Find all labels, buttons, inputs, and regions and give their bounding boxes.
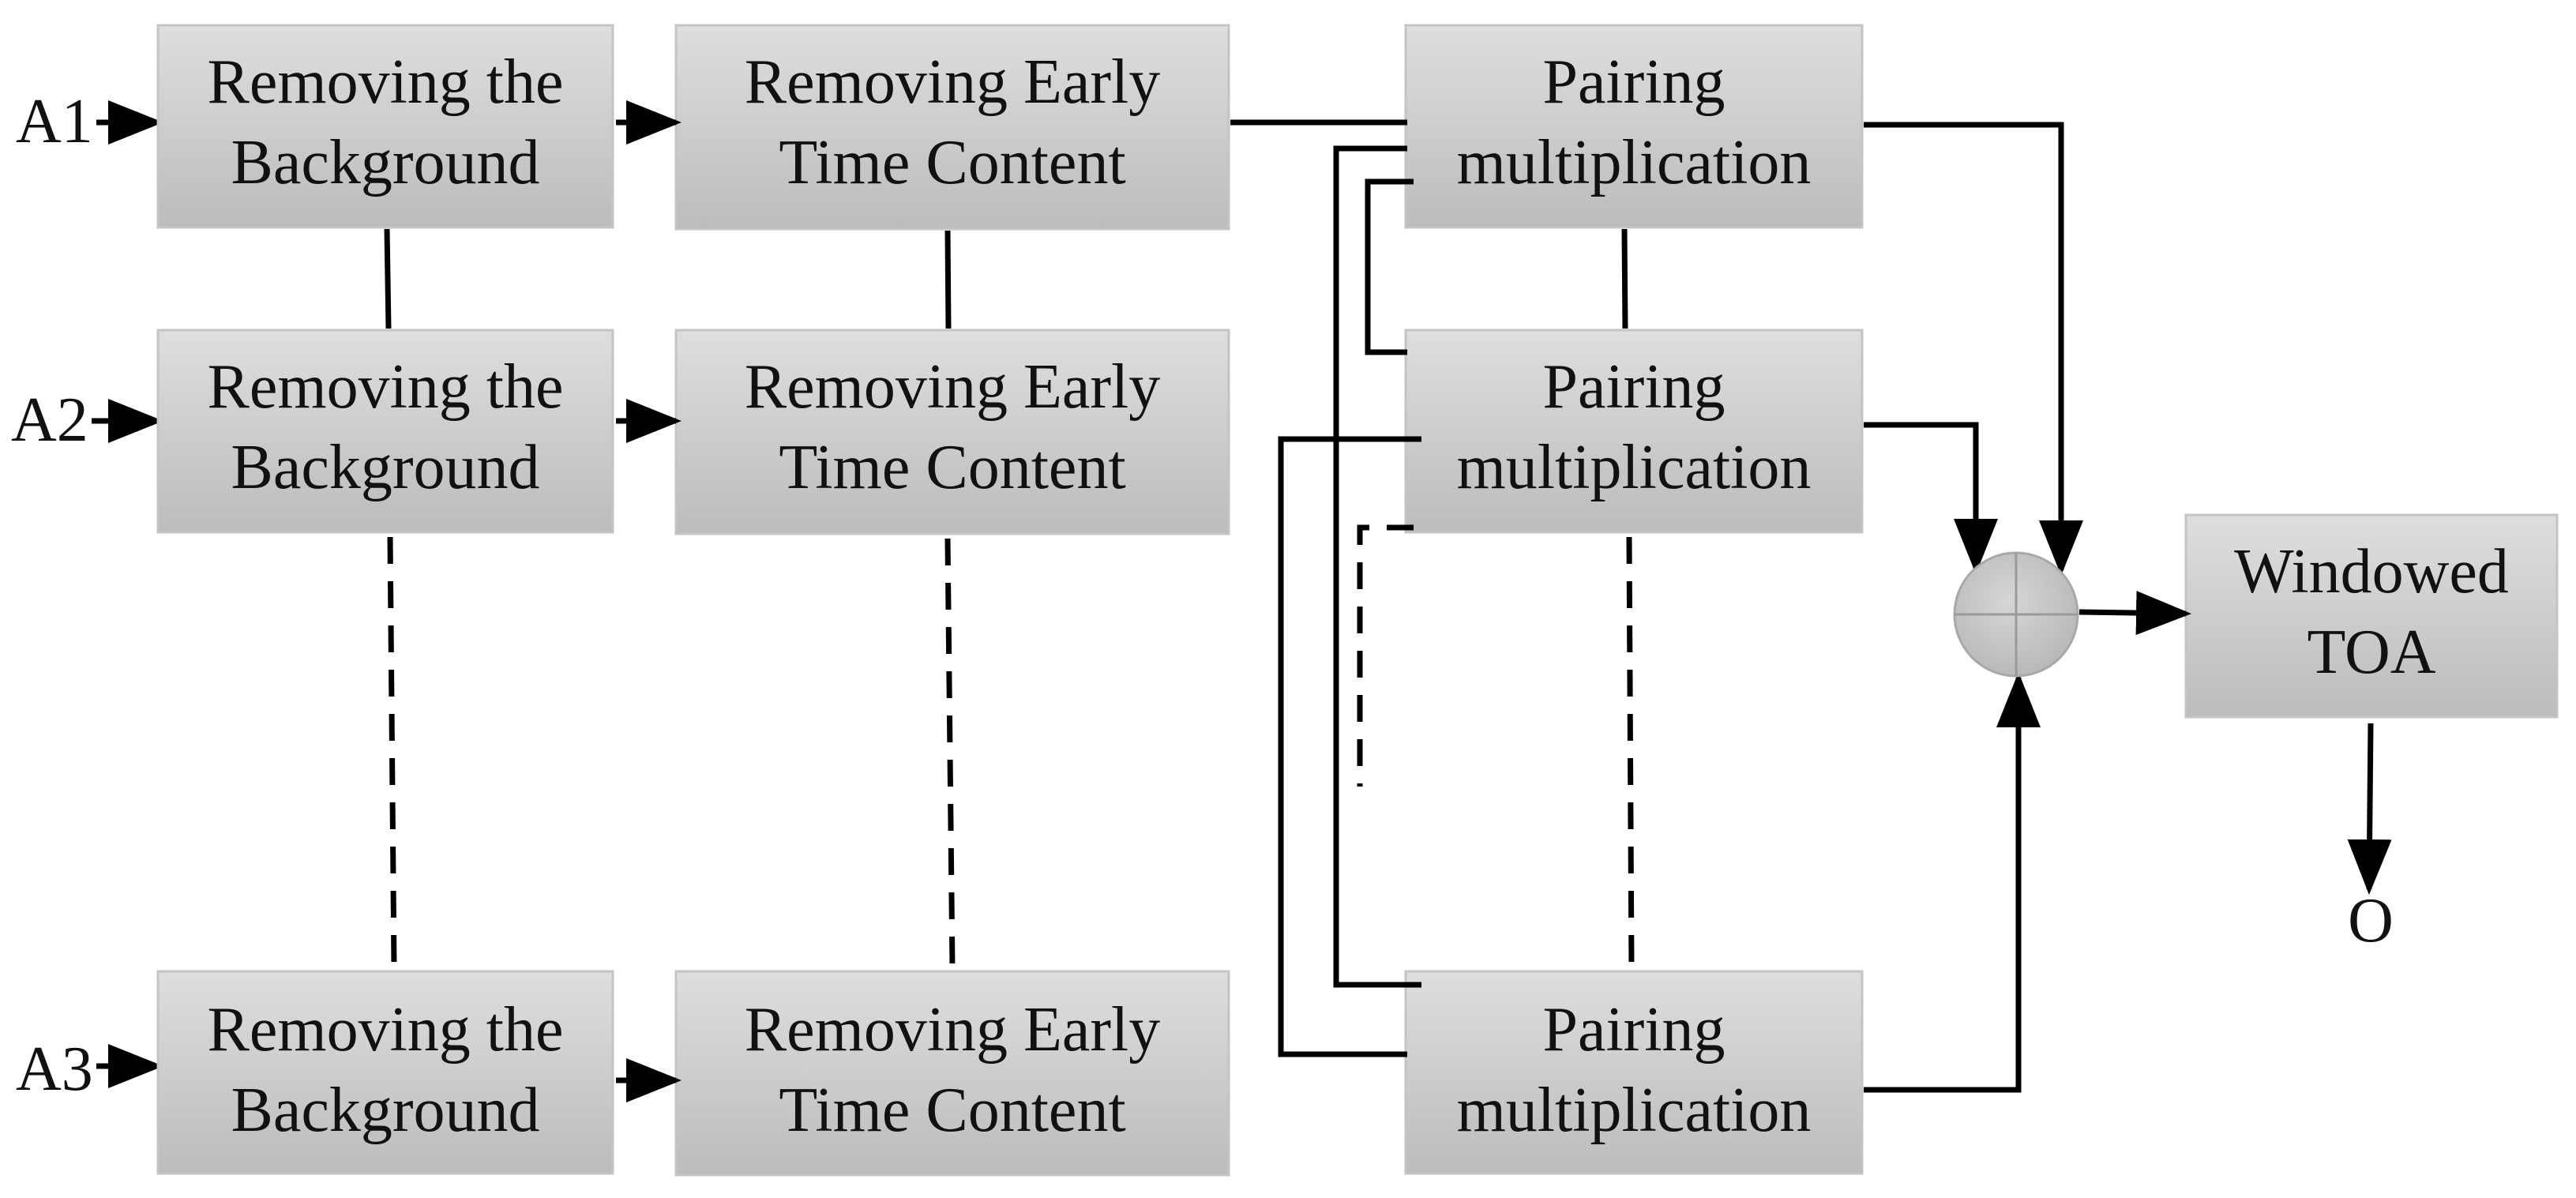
- output-label-o: O: [2348, 886, 2394, 956]
- early-time-removal-box-1: Removing Early Time Content: [674, 24, 1230, 231]
- input-label-a3: A3: [16, 1035, 93, 1104]
- early-time-box-3-line1: Removing Early: [745, 995, 1161, 1065]
- windowed-toa-box: Windowed TOA: [2184, 513, 2559, 719]
- wire-pairing-3-to-sum: [1864, 672, 2041, 1093]
- background-removal-box-3: Removing the Background: [156, 970, 614, 1175]
- dashed-connector-background-2-3: [387, 536, 397, 969]
- early-time-removal-box-2: Removing Early Time Content: [674, 329, 1230, 535]
- early-time-removal-box-3: Removing Early Time Content: [674, 970, 1230, 1177]
- dashed-connector-early-time-2-3: [944, 538, 956, 969]
- wire-feed-to-pairing-3-outer: [1333, 145, 1421, 988]
- arrow-windowed-toa-to-output: [2347, 723, 2392, 895]
- background-box-2-line1: Removing the: [207, 352, 563, 422]
- connector-pairing-1-2: [1621, 228, 1628, 329]
- arrow-sum-to-windowed-toa: [2078, 591, 2191, 636]
- windowed-toa-line2: TOA: [2308, 618, 2436, 687]
- early-time-box-2-line1: Removing Early: [745, 352, 1161, 422]
- wire-pairing-2-to-sum: [1864, 422, 1998, 574]
- early-time-box-1-line1: Removing Early: [745, 47, 1161, 117]
- wire-feed-to-pairing-3-inner: [1278, 436, 1421, 1057]
- background-box-2-line2: Background: [231, 433, 539, 502]
- background-box-3-line1: Removing the: [207, 995, 563, 1065]
- wire-dashed-feed-down: [1357, 524, 1414, 787]
- background-box-1-line1: Removing the: [207, 47, 563, 117]
- windowed-toa-line1: Windowed: [2234, 537, 2509, 607]
- input-label-a2: A2: [11, 385, 88, 455]
- early-time-box-1-line2: Time Content: [779, 128, 1125, 197]
- background-box-3-line2: Background: [231, 1076, 539, 1145]
- summation-circle-icon: [1953, 551, 2079, 678]
- pairing-box-3-line1: Pairing: [1542, 995, 1725, 1065]
- connector-background-1-2: [384, 228, 392, 329]
- pairing-box-2-line1: Pairing: [1542, 352, 1725, 422]
- pairing-multiplication-box-2: Pairing multiplication: [1404, 329, 1864, 534]
- dashed-connector-pairing-2-3: [1626, 536, 1635, 969]
- background-removal-box-1: Removing the Background: [156, 24, 614, 229]
- wire-feed-to-pairing-2: [1365, 178, 1414, 355]
- pairing-box-3-line2: multiplication: [1457, 1076, 1812, 1145]
- pairing-box-1-line1: Pairing: [1542, 47, 1725, 117]
- pairing-box-2-line2: multiplication: [1457, 433, 1812, 502]
- background-removal-box-2: Removing the Background: [156, 329, 614, 534]
- pairing-multiplication-box-3: Pairing multiplication: [1404, 970, 1864, 1175]
- pairing-multiplication-box-1: Pairing multiplication: [1404, 24, 1864, 229]
- pairing-box-1-line2: multiplication: [1457, 128, 1812, 197]
- early-time-box-2-line2: Time Content: [779, 433, 1125, 502]
- background-box-1-line2: Background: [231, 128, 539, 197]
- wire-pairing-1-to-sum: [1864, 122, 2083, 576]
- input-label-a1: A1: [16, 87, 93, 156]
- early-time-box-3-line2: Time Content: [779, 1076, 1125, 1145]
